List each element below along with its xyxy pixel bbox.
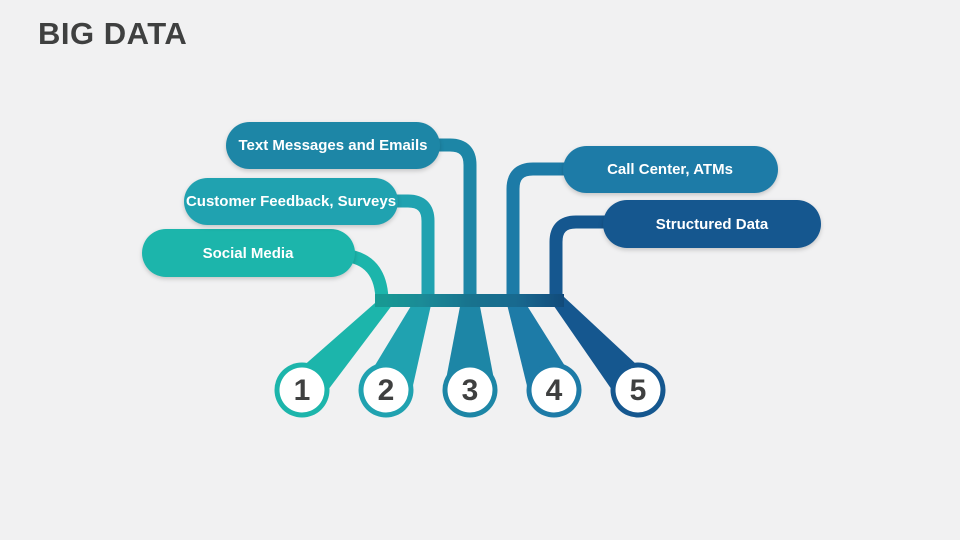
pill-social-media-shape (142, 229, 355, 277)
trunk-bar (375, 294, 564, 307)
number-circle-2: 2 (363, 367, 409, 413)
pill-text-messages-shape (226, 122, 440, 169)
pill-social-media: Social Media (142, 229, 355, 277)
pill-call-center-shape (563, 146, 778, 193)
pill-text-messages: Text Messages and Emails (226, 122, 440, 169)
number-5-label: 5 (630, 374, 647, 407)
number-circle-5: 5 (615, 367, 661, 413)
pill-customer-feedback: Customer Feedback, Surveys (184, 178, 398, 225)
trunk-bar-shade (375, 294, 564, 307)
number-circle-1-face (279, 367, 325, 413)
connector-structured-data (549, 215, 608, 302)
number-2-label: 2 (378, 374, 395, 407)
number-circle-4-face (531, 367, 577, 413)
number-circle-2-face (363, 367, 409, 413)
number-1-label: 1 (294, 374, 311, 407)
pill-customer-feedback-shape (184, 178, 398, 225)
pill-structured-data: Structured Data (603, 200, 821, 248)
number-4-label: 4 (546, 374, 563, 407)
pill-call-center: Call Center, ATMs (563, 146, 778, 193)
number-3-label: 3 (462, 374, 479, 407)
number-circle-3: 3 (447, 367, 493, 413)
number-circle-5-face (615, 367, 661, 413)
slide-title: BIG DATA (38, 16, 188, 51)
connector-call-center (506, 162, 568, 302)
number-circle-3-face (447, 367, 493, 413)
connector-customer-feedback (392, 194, 435, 302)
connector-text-messages (434, 138, 477, 302)
pill-social-media-label: Social Media (203, 245, 295, 262)
pill-call-center-label: Call Center, ATMs (607, 161, 733, 178)
pill-structured-data-label: Structured Data (656, 216, 769, 233)
number-circle-1: 1 (279, 367, 325, 413)
pill-structured-data-shape (603, 200, 821, 248)
pill-customer-feedback-label: Customer Feedback, Surveys (186, 193, 396, 210)
pill-text-messages-label: Text Messages and Emails (239, 137, 428, 154)
number-circle-4: 4 (531, 367, 577, 413)
